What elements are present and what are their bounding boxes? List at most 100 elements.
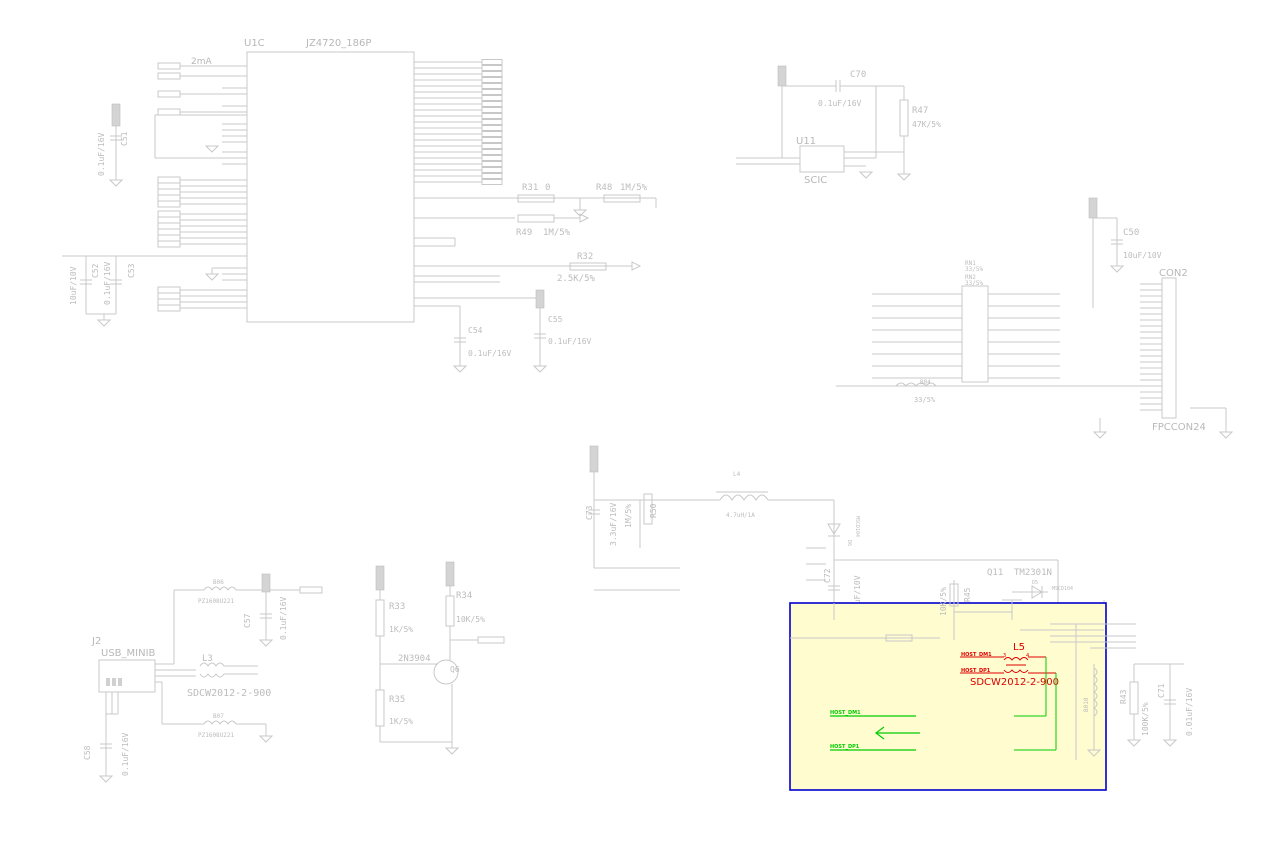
c70-ref: C70 bbox=[850, 70, 866, 80]
r49-ref: R49 bbox=[516, 228, 532, 238]
net-dp1-label: HOST_DP1 bbox=[961, 668, 991, 674]
b06-val: PZ1608U221 bbox=[198, 598, 235, 605]
r33-ref: R33 bbox=[389, 602, 405, 612]
u1-left-pins bbox=[157, 62, 247, 312]
c57-ref: C57 bbox=[243, 613, 252, 628]
r43-ref: R43 bbox=[1119, 689, 1128, 704]
q6-section: R33 1K/5% R35 1K/5% 2N3904 Q6 R34 10K/5% bbox=[375, 561, 505, 755]
net-dm1-label: HOST_DM1 bbox=[961, 652, 992, 658]
c58-val: 0.1uF/16V bbox=[121, 732, 130, 776]
d5-val: MSCD104 bbox=[1052, 586, 1073, 592]
r34-ref: R34 bbox=[456, 591, 472, 601]
rn1-val: 33/5% bbox=[965, 266, 983, 273]
c57-val: 0.1uF/16V bbox=[279, 596, 288, 640]
r33-val: 1K/5% bbox=[389, 625, 413, 634]
d6-ref: D6 bbox=[846, 540, 852, 546]
u11-ref: U11 bbox=[796, 136, 816, 147]
r31-ref: R31 bbox=[522, 183, 538, 193]
power-section: C73 3.3uF/16V 1M/5% R50 L4 4.7uH/1A D6 M… bbox=[585, 445, 1105, 750]
c54-ref: C54 bbox=[468, 326, 483, 335]
u1-part: JZ4720_186P bbox=[305, 38, 371, 49]
left-dp-label: HOST_DP1 bbox=[830, 744, 860, 750]
c51-ref: C51 bbox=[120, 131, 129, 146]
con2-ref: CON2 bbox=[1159, 268, 1188, 279]
c71-val: 0.01uF/16V bbox=[1185, 688, 1194, 736]
rn2-val: 33/5% bbox=[965, 280, 983, 287]
u11-part: SCIC bbox=[804, 175, 827, 186]
c72-ref: C72 bbox=[823, 568, 832, 583]
rn2-ref: RN2 bbox=[965, 274, 976, 281]
j2-ref: J2 bbox=[91, 636, 101, 647]
c52-ref: C52 bbox=[91, 263, 100, 278]
c52-val: 10uF/10V bbox=[69, 266, 78, 305]
r32-ref: R32 bbox=[577, 252, 593, 262]
r49-val: 1M/5% bbox=[543, 228, 571, 238]
c58-ref: C58 bbox=[83, 745, 92, 760]
c70-val: 0.1uF/16V bbox=[818, 99, 862, 108]
l3-ref: L3 bbox=[202, 654, 213, 664]
l4-val: 4.7uH/1A bbox=[726, 512, 755, 519]
d6-val: MSCD104 bbox=[854, 516, 860, 537]
c55-val: 0.1uF/16V bbox=[548, 337, 592, 346]
c53-ref: C53 bbox=[127, 263, 136, 278]
b06-ref: B06 bbox=[213, 579, 224, 586]
l3-val: SDCW2012-2-900 bbox=[187, 688, 271, 699]
c53-val: 0.1uF/16V bbox=[103, 261, 112, 305]
con2-body[interactable] bbox=[1161, 277, 1177, 419]
c55-ref: C55 bbox=[548, 315, 563, 324]
c73-val: 3.3uF/16V bbox=[609, 502, 618, 546]
con2-section: C50 10uF/10V CON2 FPCCON24 RN1 33/5% RN2… bbox=[836, 197, 1234, 439]
l5-val: SDCW2012-2-900 bbox=[970, 677, 1059, 688]
j2-part: USB_MINIB bbox=[101, 648, 156, 659]
left-dm-label: HOST_DM1 bbox=[830, 710, 861, 716]
u1-ref: U1C bbox=[244, 38, 265, 49]
b04-val: 33/5% bbox=[914, 396, 936, 404]
usb-section: J2 USB_MINIB B06 PZ1608U221 C57 0.1uF/16… bbox=[83, 573, 323, 783]
r43-val: 100K/5% bbox=[1141, 702, 1150, 736]
d5-ref: D5 bbox=[1032, 580, 1038, 586]
l5-ref: L5 bbox=[1013, 642, 1025, 653]
q6-val: 2N3904 bbox=[398, 654, 431, 664]
b04-ref: B04 bbox=[920, 379, 931, 386]
u1c-section: U1C JZ4720_186P 2mA C51 0.1uF/16V C52 10… bbox=[62, 38, 657, 373]
j2-body[interactable] bbox=[98, 659, 156, 693]
svg-text:B010: B010 bbox=[1083, 697, 1090, 712]
svg-text:3: 3 bbox=[1003, 653, 1006, 659]
r43-c71-section: R43 100K/5% C71 0.01uF/16V bbox=[1119, 663, 1194, 747]
r48-ref: R48 bbox=[596, 183, 612, 193]
l4-ref: L4 bbox=[733, 471, 741, 478]
r45-val: 10K/5% bbox=[939, 587, 948, 616]
c72-val: 10uF/10V bbox=[853, 575, 862, 614]
r48-val: 1M/5% bbox=[620, 183, 648, 193]
selection-box[interactable] bbox=[789, 602, 1107, 791]
r50-val: 1M/5% bbox=[624, 504, 633, 528]
u1-note: 2mA bbox=[191, 57, 212, 67]
b07-val: PZ1608U221 bbox=[198, 732, 235, 739]
c50-val: 10uF/10V bbox=[1123, 251, 1162, 260]
r35-ref: R35 bbox=[389, 695, 405, 705]
u1-right-pins bbox=[414, 59, 503, 185]
highlight-region[interactable]: 10K/5% R45 B010 L5 SDCW2012-2-900 HOST_D… bbox=[789, 580, 1136, 791]
con2-part: FPCCON24 bbox=[1152, 422, 1206, 433]
c73-ref: C73 bbox=[585, 505, 594, 520]
c71-ref: C71 bbox=[1157, 683, 1166, 698]
r45-ref: R45 bbox=[963, 587, 972, 602]
r47-ref: R47 bbox=[912, 106, 928, 116]
r50-ref: R50 bbox=[649, 503, 658, 518]
u1-body[interactable] bbox=[246, 51, 415, 323]
b07-ref: B07 bbox=[213, 713, 224, 720]
c50-ref: C50 bbox=[1123, 228, 1139, 238]
r47-val: 47K/5% bbox=[912, 120, 941, 129]
q11-ref: Q11 bbox=[987, 568, 1003, 578]
q11-val: TM2301N bbox=[1014, 568, 1052, 578]
u11-section: C70 0.1uF/16V R47 47K/5% U11 SCIC bbox=[736, 65, 941, 186]
u11-body[interactable] bbox=[799, 145, 845, 173]
svg-text:4: 4 bbox=[1026, 653, 1029, 659]
c51-val: 0.1uF/16V bbox=[97, 132, 106, 176]
rn-block[interactable] bbox=[961, 285, 989, 383]
r32-val: 2.5K/5% bbox=[557, 274, 596, 284]
r31-val: 0 bbox=[545, 183, 550, 193]
rn1-ref: RN1 bbox=[965, 260, 976, 267]
r34-val: 10K/5% bbox=[456, 615, 485, 624]
